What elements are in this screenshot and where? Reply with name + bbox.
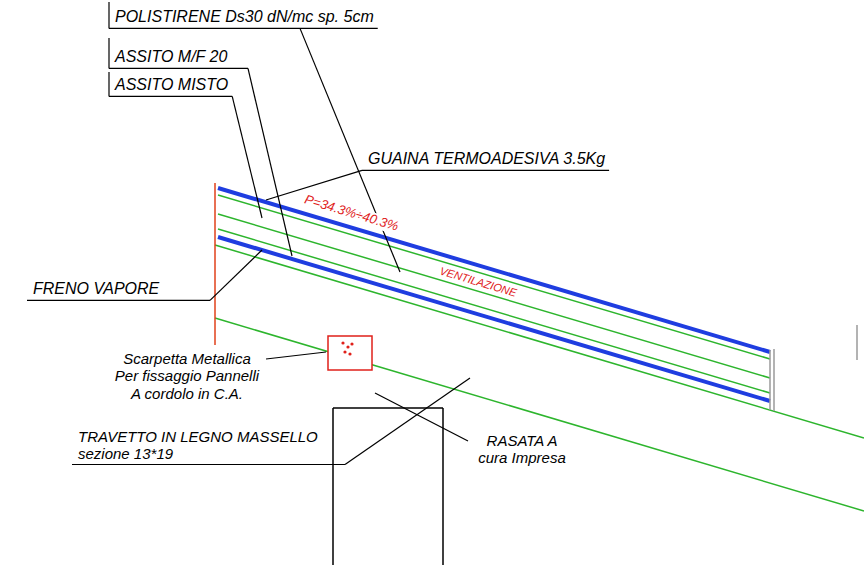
- layer-label: FRENO VAPORE: [33, 280, 159, 298]
- layer-label: POLISTIRENE Ds30 dN/mc sp. 5cm: [115, 8, 374, 26]
- label-underline: [72, 464, 345, 465]
- leader-line: [345, 378, 470, 465]
- fixing-dot: [346, 345, 349, 348]
- rafter-top-line: [215, 245, 864, 438]
- wall-line: [332, 408, 334, 565]
- fixing-dot: [343, 350, 346, 353]
- metal-shoe-plate: [328, 336, 372, 370]
- leader-line: [375, 393, 468, 441]
- fixing-dot: [341, 341, 344, 344]
- part-note: TRAVETTO IN LEGNO MASSELLO sezione 13*19: [78, 428, 340, 463]
- metal-shoe: [328, 336, 372, 370]
- layer-line: [218, 214, 770, 378]
- label-tick: [108, 72, 109, 96]
- label-tick: [108, 38, 109, 68]
- label-underline: [362, 170, 609, 171]
- leader-line: [266, 352, 326, 359]
- layer-label: ASSITO MISTO: [115, 76, 228, 94]
- fixing-dot: [348, 352, 351, 355]
- label-underline: [27, 300, 210, 301]
- layer-line: [218, 229, 770, 393]
- membrane-line: [218, 188, 770, 352]
- layer-end: [773, 349, 775, 411]
- part-note: RASATA A cura Impresa: [472, 432, 572, 467]
- leader-line: [232, 96, 262, 218]
- roof-layers: [215, 183, 864, 511]
- fixing-dot: [350, 342, 353, 345]
- label-underline: [109, 68, 248, 69]
- part-note: Scarpetta Metallica Per fissaggio Pannel…: [112, 350, 262, 402]
- leader-lines: [27, 2, 609, 465]
- layer-label: GUAINA TERMOADESIVA 3.5Kg: [368, 150, 605, 168]
- label-tick: [108, 2, 109, 28]
- layer-end: [769, 350, 771, 410]
- kerb-line: [214, 183, 216, 345]
- leader-line: [248, 68, 292, 256]
- wall: [333, 408, 443, 565]
- wall-line: [442, 408, 444, 565]
- layer-label: ASSITO M/F 20: [115, 48, 227, 66]
- rafter-bottom-line: [215, 318, 864, 511]
- vapour-barrier-line: [218, 237, 770, 401]
- leader-line: [210, 250, 262, 300]
- edge-mark: [856, 325, 858, 360]
- label-underline: [109, 96, 232, 97]
- layer-line: [218, 195, 770, 359]
- label-underline: [109, 28, 378, 29]
